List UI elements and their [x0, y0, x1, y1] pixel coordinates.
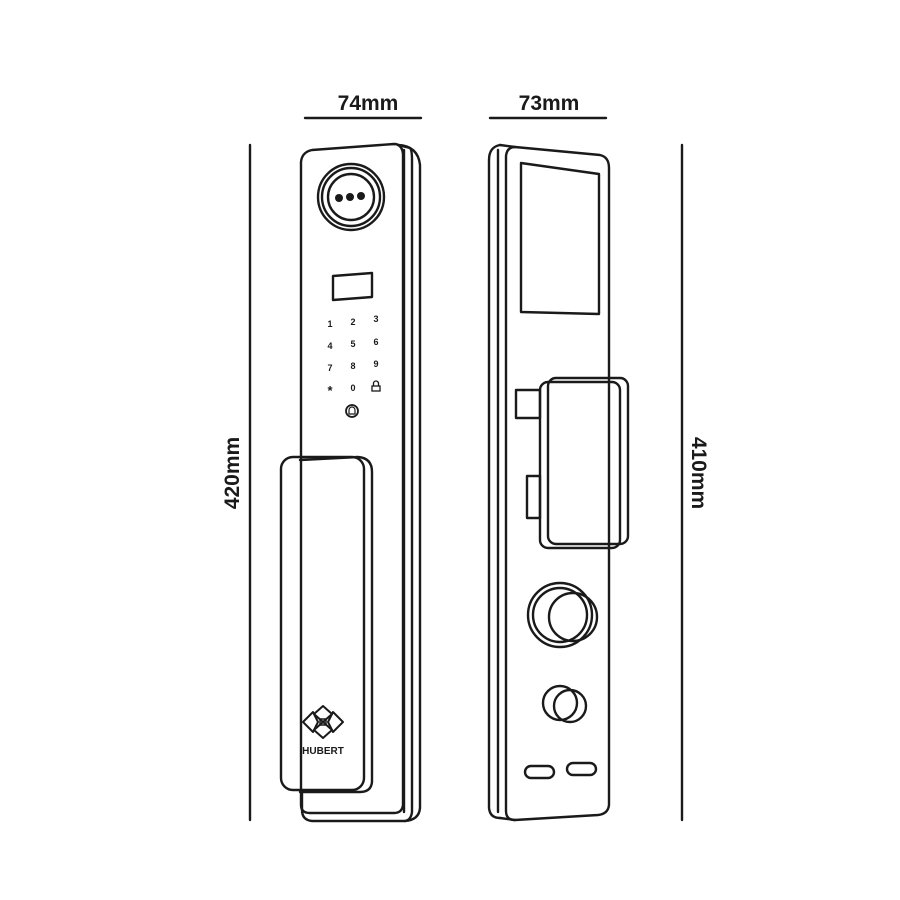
latch-upper	[514, 388, 542, 420]
front-lock: 1 2 3 4 5 6 7 8 9 * 0	[279, 142, 422, 823]
back-plate	[300, 143, 422, 823]
small-knob[interactable]	[541, 684, 588, 724]
key-0[interactable]: 0	[350, 383, 355, 393]
key-9[interactable]: 9	[373, 359, 378, 369]
front-height-label: 420mm	[221, 437, 244, 509]
battery-slot-right	[565, 761, 598, 777]
hubert-logo: HUBERT	[302, 705, 344, 757]
front-plate	[299, 142, 405, 815]
fingerprint-sensor	[331, 271, 374, 302]
key-1[interactable]: 1	[327, 319, 332, 329]
thumb-turn-knob[interactable]	[526, 581, 599, 649]
latch-lower	[525, 474, 542, 520]
key-8[interactable]: 8	[350, 361, 355, 371]
lock-icon[interactable]	[371, 380, 381, 392]
back-plate	[504, 145, 611, 822]
dimension-front-height: 420mm	[221, 143, 252, 822]
brand-label: HUBERT	[302, 746, 344, 757]
key-3[interactable]: 3	[373, 314, 378, 324]
side-width-label: 73mm	[519, 92, 580, 115]
dimension-front-width: 74mm	[303, 92, 423, 120]
side-height-label: 410mm	[687, 437, 710, 509]
key-5[interactable]: 5	[350, 339, 355, 349]
keypad: 1 2 3 4 5 6 7 8 9 * 0	[327, 314, 381, 418]
battery-slot-left	[523, 764, 556, 780]
key-2[interactable]: 2	[350, 317, 355, 327]
display-screen	[519, 161, 601, 316]
inner-handle[interactable]	[538, 376, 630, 550]
key-star[interactable]: *	[327, 383, 333, 398]
front-width-label: 74mm	[338, 92, 399, 115]
back-lock	[487, 143, 630, 822]
handle[interactable]	[279, 455, 374, 794]
dimension-side-width: 73mm	[488, 92, 608, 120]
key-7[interactable]: 7	[327, 363, 332, 373]
dimension-side-height: 410mm	[680, 143, 710, 822]
camera	[316, 162, 386, 232]
key-4[interactable]: 4	[327, 341, 332, 351]
bell-icon[interactable]	[345, 404, 359, 418]
key-6[interactable]: 6	[373, 337, 378, 347]
